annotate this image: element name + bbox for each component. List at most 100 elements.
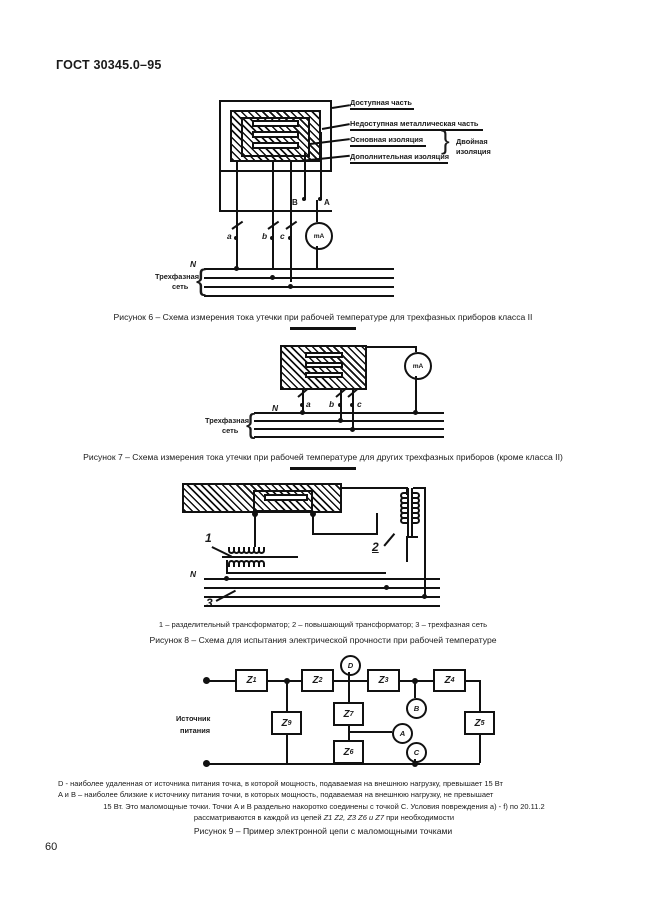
network-label-line1: Трехфазная — [205, 416, 250, 425]
switch-label-a: a — [227, 231, 232, 241]
footnote-line-1: D - наиболее удаленная от источника пита… — [58, 779, 503, 788]
figure-8-caption: Рисунок 8 – Схема для испытания электрич… — [149, 635, 497, 645]
network-brace: { — [246, 408, 256, 439]
transformer-core — [411, 488, 413, 536]
network-line-n — [254, 412, 444, 414]
point-a: A — [392, 723, 413, 744]
switch-contact — [270, 236, 274, 240]
figure-8-legend: 1 – разделительный трансформатор; 2 – по… — [158, 620, 488, 629]
bottom-rail — [206, 763, 480, 765]
footnote-line-3: 15 Вт. Это маломощные точки. Точки A и B… — [103, 801, 545, 811]
milliampere-meter: mA — [404, 352, 432, 380]
branch-wire — [286, 735, 288, 763]
network-brace: { — [196, 264, 207, 297]
figure-6-caption: Рисунок 6 – Схема измерения тока утечки … — [113, 312, 533, 322]
figure-9-caption: Рисунок 9 – Пример электронной цепи с ма… — [193, 826, 453, 836]
caption-rule — [290, 467, 356, 470]
neutral-label: N — [272, 403, 279, 413]
lead-line — [302, 390, 304, 412]
point-b: B — [406, 698, 427, 719]
winding-bar — [264, 494, 308, 501]
switch-contact — [338, 403, 342, 407]
terminal-dot — [318, 197, 322, 201]
junction-dot — [300, 410, 305, 415]
impedance-z2-sub: 2 — [318, 677, 323, 684]
neutral-label: N — [190, 259, 197, 269]
switch-label-c: c — [280, 231, 285, 241]
callout-double-insulation-line2: изоляция — [456, 147, 491, 156]
lead-line — [342, 487, 408, 489]
junction-dot — [234, 266, 239, 271]
impedance-z9-label: Z — [281, 717, 288, 729]
figure-9-footnote: D - наиболее удаленная от источника пита… — [58, 778, 590, 823]
impedance-z2-label: Z — [312, 675, 319, 686]
inaccessible-metal-part — [252, 120, 299, 127]
milliampere-meter: mA — [305, 222, 333, 250]
impedance-z5-label: Z — [474, 717, 481, 729]
appliance-base — [280, 388, 367, 390]
switch-label-c: c — [357, 399, 362, 409]
branch-wire — [348, 731, 392, 733]
standard-header: ГОСТ 30345.0–95 — [56, 58, 162, 72]
network-line-l3 — [204, 605, 440, 607]
lead-line — [254, 513, 256, 547]
junction-dot — [412, 678, 418, 684]
meter-lead — [415, 346, 417, 352]
branch-wire — [348, 672, 350, 680]
network-line-l2 — [204, 596, 440, 598]
impedance-z3-label: Z — [378, 675, 385, 686]
network-line-l1 — [204, 587, 440, 589]
callout-underline — [350, 145, 426, 147]
top-rail-seg — [334, 680, 367, 682]
power-source-label-line2: питания — [180, 726, 211, 735]
lead-line — [320, 132, 322, 200]
callout-underline — [350, 162, 448, 164]
step-up-transformer-secondary — [413, 492, 420, 524]
junction-dot — [412, 761, 418, 767]
page-number: 60 — [45, 841, 58, 853]
network-label-line2: сеть — [172, 282, 189, 291]
winding-bar — [305, 372, 343, 378]
point-c: C — [406, 742, 427, 763]
isolating-transformer-primary — [228, 560, 265, 567]
branch-wire — [479, 735, 481, 763]
meter-lead — [367, 346, 415, 348]
network-line-l1 — [204, 277, 394, 279]
callout-double-insulation-line1: Двойная — [456, 137, 488, 146]
network-label-line2: сеть — [222, 426, 239, 435]
transformer-core — [222, 556, 298, 558]
callout-underline — [350, 108, 414, 110]
lead-line — [226, 572, 386, 574]
lead-line — [226, 560, 228, 574]
junction-dot — [413, 410, 418, 415]
terminal-dot — [302, 197, 306, 201]
junction-dot — [422, 594, 427, 599]
branch-wire — [479, 680, 481, 711]
lead-line — [376, 513, 378, 533]
footnote-line-2: A и B – наиболее близкие к источнику пит… — [58, 790, 494, 800]
junction-dot — [224, 576, 229, 581]
tie-bar — [219, 210, 332, 212]
lead-line — [352, 390, 354, 430]
double-insulation-brace: } — [441, 125, 450, 155]
impedance-z6-sub: 6 — [349, 748, 354, 756]
reference-label-3: 3 — [206, 596, 213, 610]
junction-dot — [270, 275, 275, 280]
junction-dot — [350, 427, 355, 432]
network-line-n — [204, 268, 394, 270]
terminal-label-b: B — [292, 198, 298, 207]
impedance-z3-sub: 3 — [384, 677, 389, 684]
callout-supplementary-insulation: Дополнительная изоляция — [350, 152, 450, 161]
impedance-z1-label: Z — [246, 675, 253, 686]
switch-contact — [300, 403, 304, 407]
lead-line — [406, 536, 418, 538]
lead-line — [272, 162, 274, 268]
lead-line — [290, 162, 292, 282]
